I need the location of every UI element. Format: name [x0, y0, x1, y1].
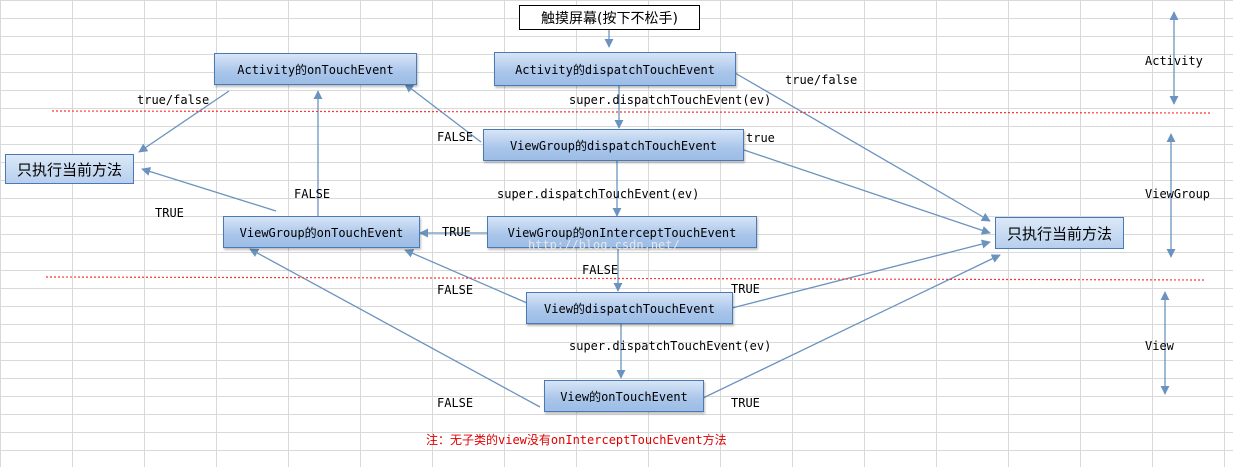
label-false-vg-ontouch: FALSE: [294, 187, 331, 201]
layer-divider-bottom: [45, 276, 1205, 281]
label-super-dispatch-2: super.dispatchTouchEvent(ev): [497, 187, 700, 201]
arrow-activity-dispatch-to-right: [734, 72, 991, 222]
layer-label-activity: Activity: [1145, 54, 1203, 68]
activity-dispatch-node: Activity的dispatchTouchEvent: [494, 52, 736, 86]
label-false-view-dispatch: FALSE: [437, 283, 474, 297]
label-super-dispatch-1: super.dispatchTouchEvent(ev): [569, 93, 772, 107]
label-true-intercept: TRUE: [442, 225, 471, 239]
layer-label-view: View: [1145, 339, 1174, 353]
only-current-method-left: 只执行当前方法: [5, 154, 134, 184]
label-true-false-right: true/false: [785, 73, 858, 87]
viewgroup-ontouch-node: ViewGroup的onTouchEvent: [223, 216, 420, 248]
footnote: 注：无子类的view没有onInterceptTouchEvent方法: [426, 433, 727, 447]
activity-ontouch-node: Activity的onTouchEvent: [214, 53, 417, 85]
viewgroup-intercept-node: ViewGroup的onInterceptTouchEvent: [487, 216, 757, 248]
label-true-vg-dispatch: true: [746, 131, 775, 145]
arrow-activity-ontouch-to-left: [138, 90, 230, 153]
label-super-dispatch-3: super.dispatchTouchEvent(ev): [569, 339, 772, 353]
label-true-vg-ontouch: TRUE: [155, 206, 184, 220]
arrow-view-dispatch-to-right: [731, 239, 991, 309]
label-false-intercept: FALSE: [582, 263, 619, 277]
arrow-view-ontouch-to-right: [702, 254, 1001, 399]
label-false-view-ontouch: FALSE: [437, 396, 474, 410]
view-ontouch-node: View的onTouchEvent: [544, 380, 704, 412]
arrow-view-ontouch-to-vg-ontouch: [249, 248, 541, 408]
arrow-vg-ontouch-to-left: [141, 167, 277, 212]
only-current-method-right: 只执行当前方法: [995, 217, 1124, 249]
label-true-view-dispatch: TRUE: [731, 282, 760, 296]
view-dispatch-node: View的dispatchTouchEvent: [526, 292, 733, 324]
arrow-vg-dispatch-to-activity-ontouch: [404, 83, 482, 143]
label-true-false-left: true/false: [137, 93, 210, 107]
arrow-view-dispatch-to-vg-ontouch: [404, 249, 528, 304]
viewgroup-dispatch-node: ViewGroup的dispatchTouchEvent: [483, 129, 744, 161]
label-true-view-ontouch: TRUE: [731, 396, 760, 410]
touch-screen-node: 触摸屏幕(按下不松手): [519, 5, 700, 30]
watermark: http://blog.csdn.net/: [528, 238, 680, 252]
label-false-vg-dispatch: FALSE: [437, 130, 474, 144]
layer-divider-top: [51, 110, 1213, 114]
layer-label-viewgroup: ViewGroup: [1145, 187, 1211, 201]
arrow-vg-dispatch-to-right: [743, 149, 991, 235]
